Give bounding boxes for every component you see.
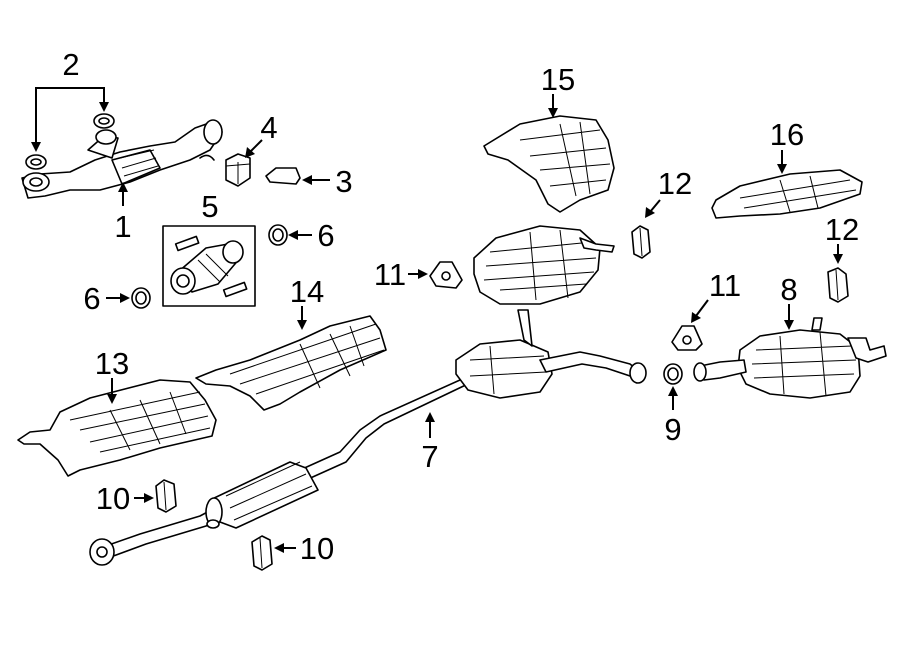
part-4-damper[interactable] — [225, 153, 251, 187]
part-2-gaskets[interactable] — [25, 113, 115, 170]
part-6-gasket-lower[interactable] — [131, 287, 151, 309]
part-16-heat-shield[interactable] — [711, 169, 863, 219]
callout-11-upper: 11 — [374, 257, 406, 292]
callout-11-lower: 11 — [709, 268, 741, 303]
part-1-converter-pipe[interactable] — [21, 119, 223, 199]
part-10-hanger-upper[interactable] — [155, 479, 177, 513]
part-10-hanger-lower[interactable] — [251, 535, 273, 571]
part-7-center-pipe[interactable] — [89, 225, 647, 566]
callout-7: 7 — [421, 439, 438, 474]
part-11-hanger-upper[interactable] — [429, 261, 463, 289]
part-8-rear-muffler[interactable] — [693, 317, 887, 399]
callout-3: 3 — [335, 164, 352, 199]
callout-labels: 1 2 3 4 5 6 6 7 8 9 10 10 11 11 12 12 13… — [62, 47, 859, 566]
callout-9: 9 — [664, 412, 681, 447]
part-9-gasket[interactable] — [663, 363, 683, 385]
callout-8: 8 — [780, 272, 797, 307]
part-11-hanger-lower[interactable] — [671, 325, 703, 351]
part-15-heat-shield[interactable] — [483, 115, 615, 213]
callout-15: 15 — [541, 62, 575, 97]
callout-2: 2 — [62, 47, 79, 82]
callout-16: 16 — [770, 117, 804, 152]
part-5-converter-kit[interactable] — [162, 225, 256, 307]
callout-10-upper: 10 — [96, 481, 130, 516]
callout-5: 5 — [201, 189, 218, 224]
callout-13: 13 — [95, 346, 129, 381]
part-13-heat-shield[interactable] — [17, 379, 217, 477]
callout-12-lower: 12 — [825, 212, 859, 247]
part-12-hanger-lower[interactable] — [827, 267, 849, 303]
callout-14: 14 — [290, 274, 324, 309]
callout-6-lower: 6 — [83, 281, 100, 316]
part-12-hanger-upper[interactable] — [631, 225, 651, 259]
callout-1: 1 — [114, 209, 131, 244]
callout-10-lower: 10 — [300, 531, 334, 566]
part-14-heat-shield[interactable] — [195, 315, 387, 411]
leader-lines — [31, 87, 843, 553]
callout-6-upper: 6 — [317, 218, 334, 253]
part-6-gasket-upper[interactable] — [268, 224, 288, 246]
part-3-bracket[interactable] — [265, 167, 301, 185]
callout-12-upper: 12 — [658, 166, 692, 201]
callout-4: 4 — [260, 110, 277, 145]
